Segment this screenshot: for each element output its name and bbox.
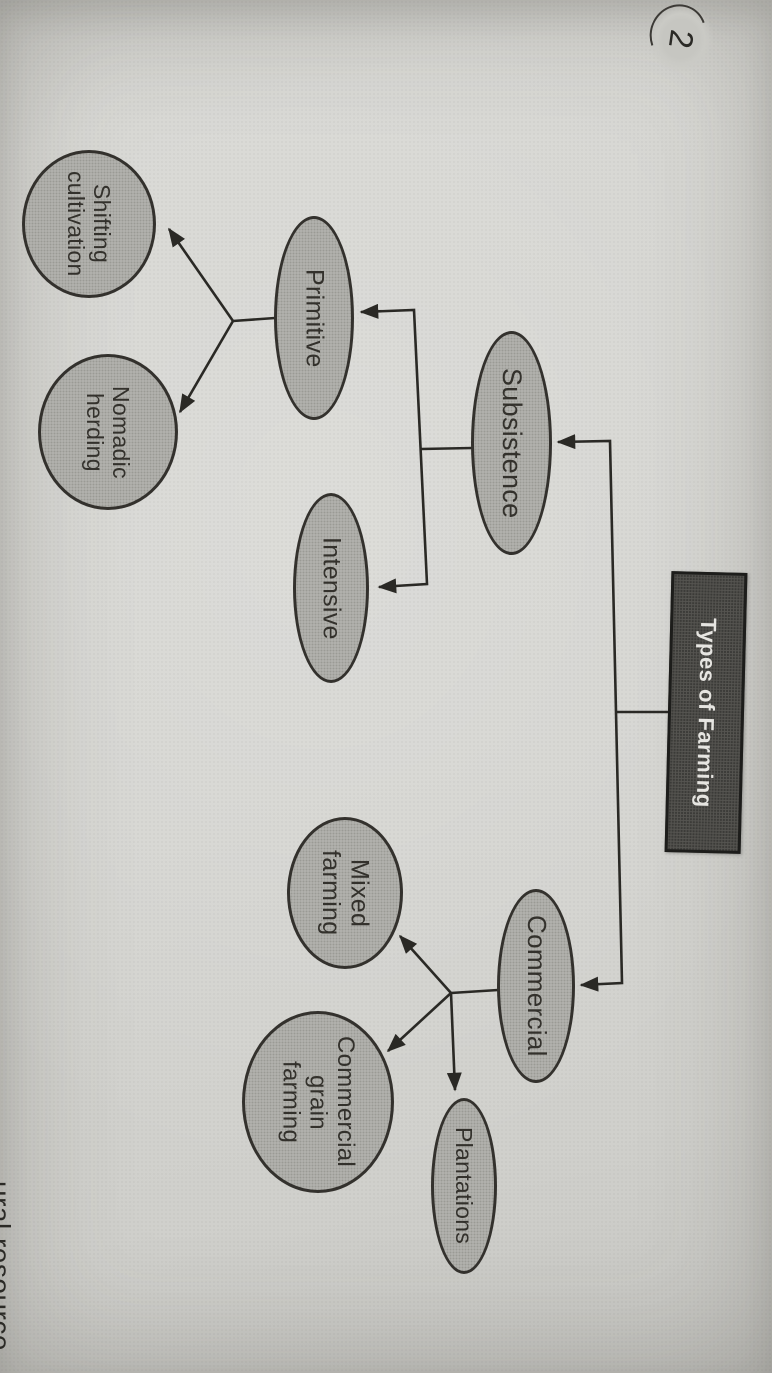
node-intensive: Intensive [293, 493, 369, 683]
cropped-page-text: ural resource [0, 1181, 16, 1351]
node-subsistence-label: Subsistence [496, 367, 527, 519]
node-nomadic-herding-label: Nomadic herding [82, 385, 135, 479]
node-commercial: Commercial [497, 889, 575, 1083]
node-primitive-label: Primitive [300, 268, 329, 368]
node-plantations: Plantations [431, 1098, 497, 1274]
node-shifting-cultivation: Shifting cultivation [22, 150, 156, 298]
node-mixed-farming-label: Mixed farming [317, 850, 374, 936]
node-types-of-farming-label: Types of Farming [691, 617, 722, 808]
node-commercial-label: Commercial [521, 915, 552, 1057]
node-plantations-label: Plantations [451, 1127, 478, 1245]
node-shifting-cultivation-label: Shifting cultivation [63, 171, 116, 277]
node-commercial-grain-farming: Commercial grain farming [242, 1011, 394, 1193]
node-primitive: Primitive [274, 216, 354, 420]
node-nomadic-herding: Nomadic herding [38, 354, 178, 510]
node-subsistence: Subsistence [471, 331, 552, 555]
node-commercial-grain-farming-label: Commercial grain farming [277, 1036, 360, 1168]
node-types-of-farming: Types of Farming [664, 571, 748, 854]
node-mixed-farming: Mixed farming [287, 817, 403, 969]
node-intensive-label: Intensive [317, 536, 346, 640]
page-number-badge: 2 [640, 0, 716, 74]
